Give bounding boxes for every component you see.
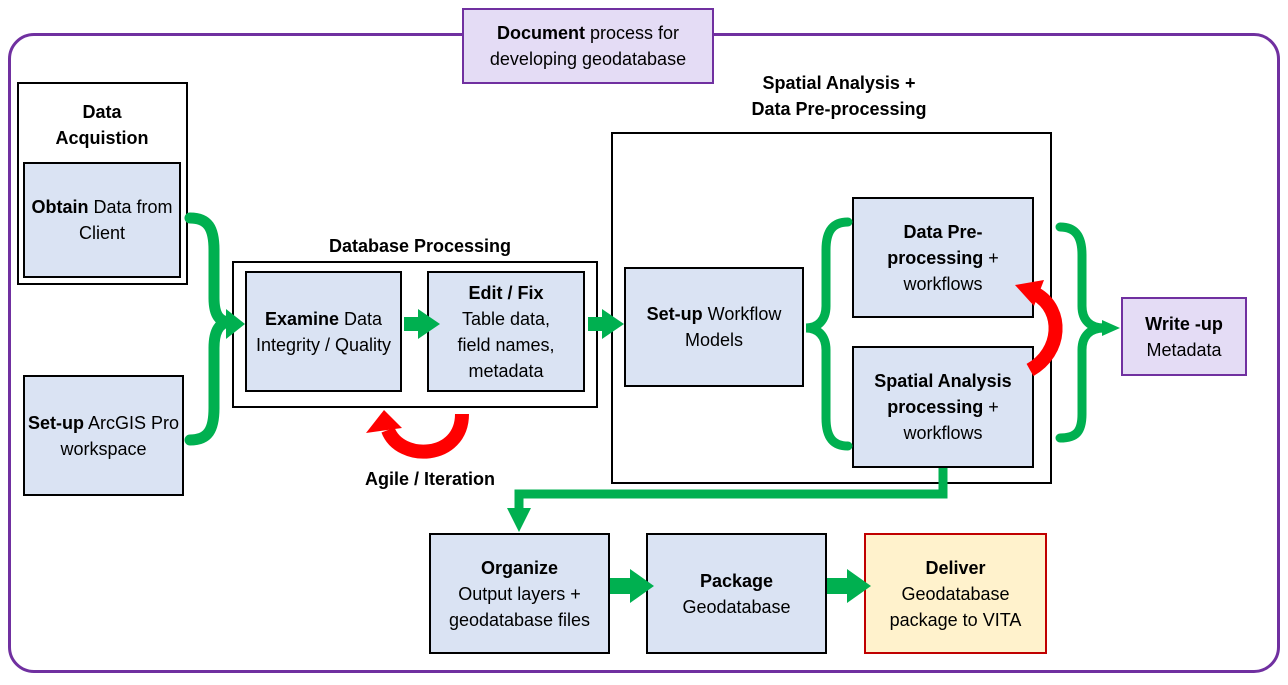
setup-models-box: Set-up Workflow Models [624, 267, 804, 387]
writeup-arrow-head [1102, 320, 1120, 336]
setup-arcgis-box: Set-up ArcGIS Pro workspace [23, 375, 184, 496]
merge-brace-arrow [184, 212, 236, 446]
examine-box: Examine Data Integrity / Quality [245, 271, 402, 392]
preprocess-text: + workflows [903, 247, 999, 294]
examine-bold: Examine [264, 308, 339, 329]
preprocess-box: Data Pre-processing + workflows [852, 197, 1034, 318]
package-text: Geodatabase [682, 596, 791, 617]
arrow-spatial-to-organize [514, 468, 948, 512]
agile-loop-arrow [381, 413, 469, 459]
spatial-loop-arrow [1026, 287, 1063, 377]
writeup-brace [1055, 222, 1105, 443]
edit-fix-text: Table data, field names, metadata [457, 308, 555, 381]
organize-arrow-head [507, 508, 531, 532]
acquisition-frame [17, 82, 188, 285]
agile-loop-head [366, 410, 402, 433]
split-brace [805, 217, 853, 451]
writeup-text: Metadata [1146, 339, 1222, 360]
merge-arrow-head [226, 309, 245, 339]
obtain-data-box: Obtain Data from Client [23, 162, 181, 278]
spatial-loop-head [1015, 280, 1044, 306]
setup-models-bold: Set-up [646, 304, 703, 324]
title-box: Document process for developing geodatab… [462, 8, 714, 84]
setup-arcgis-bold: Set-up [27, 412, 84, 433]
database-heading: Database Processing [328, 236, 512, 256]
arrow-organize-to-package [610, 569, 654, 603]
arrow-package-to-deliver [827, 569, 871, 603]
title-text: process for developing geodatabase [489, 23, 687, 69]
organize-text: Output layers + geodatabase files [448, 583, 591, 630]
examine-text: Data Integrity / Quality [255, 308, 392, 355]
database-frame [232, 261, 598, 408]
analysis-text: + workflows [903, 397, 999, 443]
analysis-bold: Spatial Analysis processing [874, 371, 1012, 417]
writeup-bold: Write -up [1145, 313, 1223, 334]
acquisition-heading: Data Acquistion [55, 102, 149, 148]
setup-arcgis-text: ArcGIS Pro workspace [60, 412, 180, 459]
spatial-heading: Spatial Analysis + Data Pre-processing [751, 73, 927, 119]
agile-iteration-label: Agile / Iteration [364, 469, 496, 489]
analysis-box: Spatial Analysis processing + workflows [852, 346, 1034, 468]
obtain-bold: Obtain [31, 197, 89, 217]
deliver-bold: Deliver [925, 557, 986, 578]
organize-bold: Organize [480, 557, 559, 578]
package-bold: Package [699, 570, 774, 591]
arrow-examine-to-edit [404, 309, 440, 339]
setup-models-text: Workflow Models [684, 304, 782, 350]
arrow-database-to-spatial [588, 309, 624, 339]
deliver-text: Geodatabase package to VITA [889, 583, 1022, 630]
preprocess-bold: Data Pre-processing [887, 221, 984, 268]
edit-fix-bold: Edit / Fix [468, 282, 544, 303]
title-bold: Document [496, 23, 585, 43]
obtain-text: Data from Client [78, 197, 173, 243]
